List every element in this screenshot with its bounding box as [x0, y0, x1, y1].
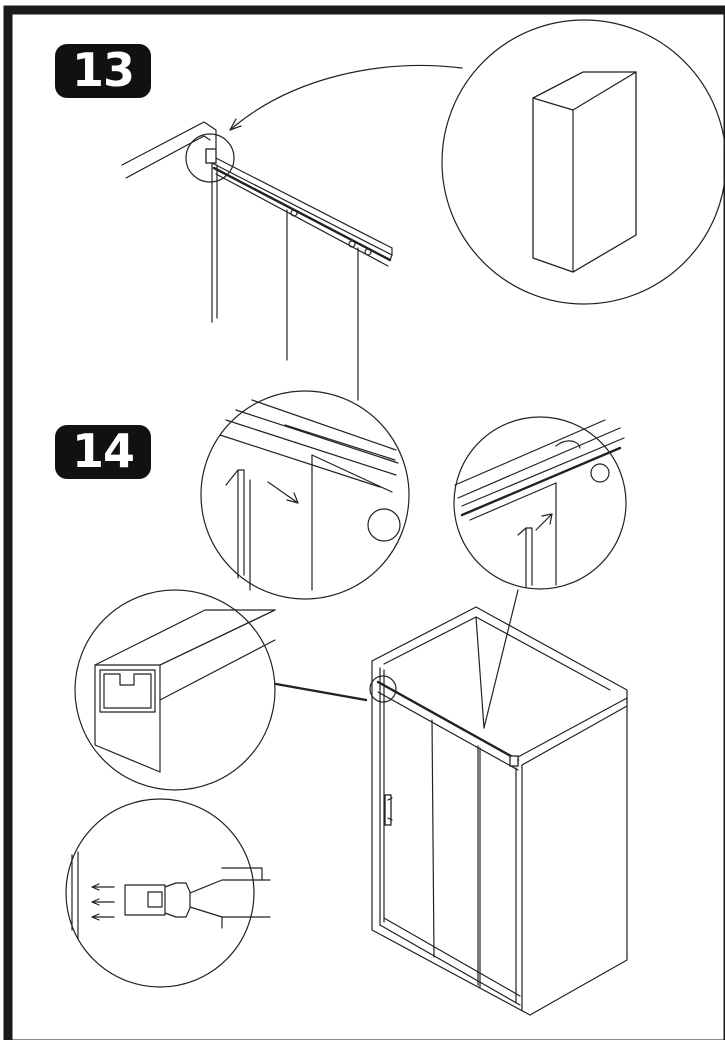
step-14-seal-slide-detail: [200, 390, 410, 600]
step-13-number-badge: 13: [55, 44, 151, 98]
step-13-pointer-arrow: [229, 64, 463, 131]
step-13-detail-marker: [185, 133, 235, 183]
step-14-shower-enclosure: [369, 606, 628, 1016]
step-13-end-cap-detail: [441, 19, 725, 305]
step-13-wall-rail-view: [121, 121, 393, 401]
page-border: [3, 5, 725, 1040]
step-14-seal-attach-detail: [65, 798, 271, 988]
step-14-number-badge: 14: [55, 425, 151, 479]
step-14-profile-section-detail: [74, 589, 276, 791]
step-14-seal-install-detail: [453, 416, 627, 590]
step-14-corner-marker: [369, 675, 397, 703]
